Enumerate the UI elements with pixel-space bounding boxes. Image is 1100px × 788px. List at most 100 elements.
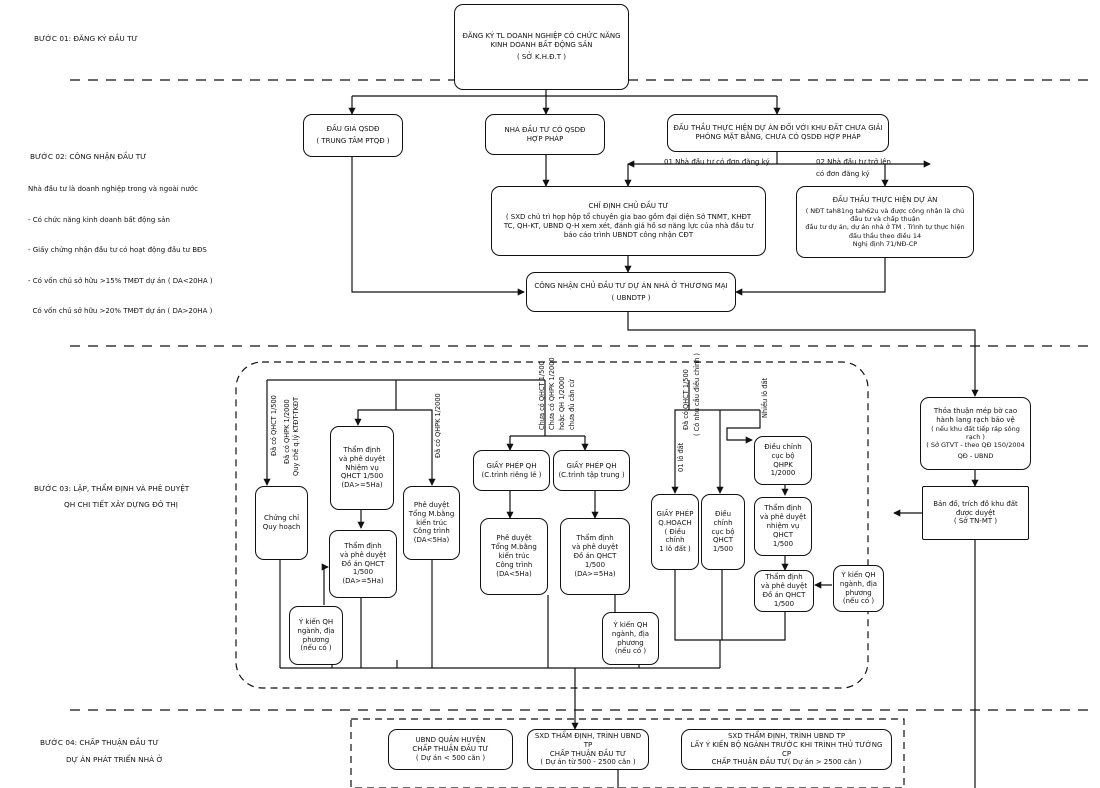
- box-text: cục bộ: [771, 451, 795, 460]
- box-text: Đồ án QHCT: [762, 591, 806, 599]
- box-text: (DA>=5Ha): [341, 481, 383, 490]
- designate-investor-box: CHỈ ĐỊNH CHỦ ĐẦU TƯ ( SXD chủ trì họp hộ…: [491, 186, 766, 256]
- box-text: (nếu có ): [842, 597, 875, 606]
- box-text: Chứng chỉ: [263, 514, 300, 523]
- box-text: Ý kiến QH: [613, 620, 648, 629]
- box-text: HỢP PHÁP: [526, 134, 564, 143]
- box-text: 1/500: [712, 545, 734, 554]
- step4-label-line2: DỰ ÁN PHÁT TRIỂN NHÀ Ở: [66, 755, 164, 764]
- step3-label-line1: BƯỚC 03: LẬP, THẨM ĐỊNH VÀ PHÊ DUYỆT: [34, 484, 190, 493]
- box-text: Thẩm định: [576, 534, 614, 543]
- vertical-label-or-qh: hoặc QH 1/2000: [558, 376, 566, 430]
- box-text: kiến trúc: [498, 552, 530, 561]
- condition-line: Nhà đầu tư là doanh nghiệp trong và ngoà…: [28, 185, 198, 194]
- land-auction-box: ĐẤU GIÁ QSDĐ ( TRUNG TÂM PTQĐ ): [303, 114, 403, 157]
- box-text: Điều chỉnh: [713, 509, 733, 527]
- approve-master-plan-box-2: Phê duyệt Tổng M.bằng kiến trúc Công trì…: [480, 518, 548, 595]
- appraise-task-box: Thẩm định và phê duyệt Nhiệm vụ QHCT 1/5…: [330, 426, 394, 510]
- box-text: Ý kiến QH: [298, 617, 334, 626]
- condition-line: - Có vốn chủ sở hữu >15% TMĐT dự án ( DA…: [28, 276, 213, 285]
- appraise-plan-box-2: Thẩm định và phê duyệt Đồ án QHCT 1/500 …: [560, 518, 630, 595]
- box-text: Tổng M.bằng: [408, 509, 455, 518]
- bidding-unclear-land-box: ĐẤU THẦU THỰC HIỆN DỰ ÁN ĐỐI VỚI KHU ĐẤT…: [667, 114, 889, 152]
- step-separators: [70, 79, 1092, 711]
- box-text: SXD THẨM ĐỊNH, TRÌNH UBND TP: [727, 731, 846, 740]
- vertical-label-has-qhct: Đã có QHCT 1/500: [270, 395, 278, 456]
- box-text: Quy hoạch: [262, 523, 301, 531]
- vertical-label-has-qhct-2: Đã có QHCT 1/500: [682, 369, 690, 430]
- opinion-box-left: Ý kiến QH ngành, địa phương (nếu có ): [289, 606, 343, 665]
- box-text: GIẤY PHÉP: [656, 509, 694, 518]
- box-text: ( UBNDTP ): [611, 293, 651, 302]
- box-text: ĐĂNG KÝ TL DOANH NGHIỆP CÓ CHỨC NĂNG: [462, 32, 621, 41]
- box-text: QHPK: [773, 460, 793, 469]
- vertical-label-many-lots: Nhiều lô đất: [761, 377, 769, 418]
- box-text: Thẩm định: [764, 504, 802, 513]
- box-text: ( TRUNG TÂM PTQĐ ): [316, 137, 390, 145]
- step4-group-border: [350, 718, 905, 788]
- box-text: Nhiệm vụ: [345, 463, 379, 472]
- appraise-plan-box: Thẩm định và phê duyệt Đồ án QHCT 1/500 …: [329, 530, 397, 598]
- box-text: (DA<5Ha): [413, 536, 450, 545]
- adjust-qhpk-box: Điều chỉnh cục bộ QHPK 1/2000: [754, 436, 812, 485]
- box-text: ngành, địa: [611, 629, 650, 638]
- permit-adjust-box: GIẤY PHÉP Q.HOẠCH ( Điều chỉnh 1 lô đất …: [651, 494, 699, 570]
- box-text: Nghị định 71/NĐ-CP: [852, 239, 918, 248]
- branch-label-one-investor: 01 Nhà đầu tư có đơn đăng ký: [664, 158, 770, 166]
- planning-certificate-box: Chứng chỉ Quy hoạch: [255, 486, 308, 560]
- box-text: ( Sở GTVT - theo QĐ 150/2004: [926, 441, 1025, 450]
- box-text: ( SỞ K.H.Đ.T ): [516, 52, 567, 61]
- box-text: ngành, địa: [297, 626, 335, 635]
- box-text: (nếu có ): [300, 644, 332, 653]
- box-text: Thẩm định: [344, 541, 382, 550]
- box-text: CÔNG NHẬN CHỦ ĐẦU TƯ DỰ ÁN NHÀ Ở THƯƠNG …: [534, 281, 728, 290]
- box-text: TC, QH-KT, UBND Q-H xem xét, đánh giá hồ…: [503, 222, 754, 230]
- box-text: và phê duyệt: [571, 543, 619, 552]
- box-text: ( SXD chủ trì họp hộp tổ chuyên gia bao …: [505, 213, 752, 222]
- box-text: ( NĐT tah81ng tah62u và được công nhận l…: [805, 206, 965, 223]
- box-text: ĐẤU THẦU THỰC HIỆN DỰ ÁN ĐỐI VỚI KHU ĐẤT…: [673, 124, 883, 133]
- condition-line: - Giấy chứng nhận đầu tư có hoạt động đầ…: [28, 246, 207, 255]
- box-text: Bản đồ, trích đồ khu đất: [933, 499, 1018, 508]
- box-text: QHCT: [713, 536, 733, 545]
- box-text: ( Điều chỉnh: [664, 527, 686, 545]
- box-text: CHỈ ĐỊNH CHỦ ĐẦU TƯ: [588, 202, 669, 211]
- box-text: Tổng M.bằng: [491, 543, 537, 552]
- box-text: (DA<5Ha): [496, 569, 532, 578]
- step2-title: BƯỚC 02: CÔNG NHẬN ĐẦU TƯ: [30, 152, 147, 161]
- box-text: ( Dự án từ 500 - 2500 căn ): [540, 758, 636, 767]
- box-text: nhiệm vụ QHCT: [766, 522, 800, 539]
- box-text: và phê duyệt: [759, 513, 807, 522]
- box-text: ( nếu khu đất tiếp ráp sông rạch ): [931, 424, 1020, 442]
- box-text: Thẩm định: [343, 445, 381, 454]
- box-text: NHÀ ĐẦU TƯ CÓ QSDĐ: [504, 125, 586, 134]
- box-text: 1 lô đất ): [659, 545, 691, 554]
- vertical-label-has-qhpk-2: Đã có QHPK 1/2000: [434, 393, 442, 458]
- box-text: Công trình: [495, 560, 533, 569]
- box-text: Phê duyệt: [496, 534, 532, 543]
- box-text: CHẤP THUẬN ĐẦU TƯ( Dự án > 2500 căn ): [711, 758, 862, 767]
- register-business-box: ĐĂNG KÝ TL DOANH NGHIỆP CÓ CHỨC NĂNG KIN…: [454, 4, 629, 90]
- box-text: và phê duyệt: [338, 454, 386, 463]
- vertical-label-needs-adjust: ( Có nhu cầu điều chỉnh ): [693, 353, 701, 436]
- vertical-label-has-qhpk: Đã có QHPK 1/2000: [283, 399, 291, 464]
- adjust-local-qhct-box: Điều chỉnh cục bộ QHCT 1/500: [701, 494, 745, 570]
- box-text: phương: [302, 635, 330, 644]
- step3-group-border: [235, 361, 869, 689]
- box-text: Điều chỉnh: [764, 442, 802, 451]
- investor-land-box: NHÀ ĐẦU TƯ CÓ QSDĐ HỢP PHÁP: [485, 114, 605, 155]
- permit-single-box: GIẤY PHÉP QH (C.trình riêng lẻ ): [473, 450, 550, 491]
- vertical-label-insufficient: chưa đủ căn cứ: [568, 379, 576, 430]
- box-text: PHÓNG MẶT BẰNG, CHƯA CÓ QSDĐ HỢP PHÁP: [695, 133, 861, 141]
- box-text: đầu tư dự án, dự án nhà ở TM . Trình tự …: [805, 223, 965, 240]
- box-text: Q.HOẠCH: [658, 518, 692, 527]
- box-text: (DA>=5Ha): [342, 577, 384, 586]
- permit-group-box: GIẤY PHÉP QH (C.trình tập trung ): [553, 450, 630, 491]
- bid-project-box: ĐẤU THẦU THỰC HIỆN DỰ ÁN ( NĐT tah81ng t…: [796, 186, 974, 258]
- branch-label-multi-investor-1: 02 Nhà đầu tư trở lên: [816, 158, 891, 166]
- box-text: ( Sở TN-MT ): [953, 517, 998, 526]
- box-text: ngành, địa: [839, 579, 878, 588]
- box-text: Ý kiến QH: [841, 570, 876, 579]
- opinion-box-middle: Ý kiến QH ngành, địa phương (nếu có ): [602, 612, 659, 665]
